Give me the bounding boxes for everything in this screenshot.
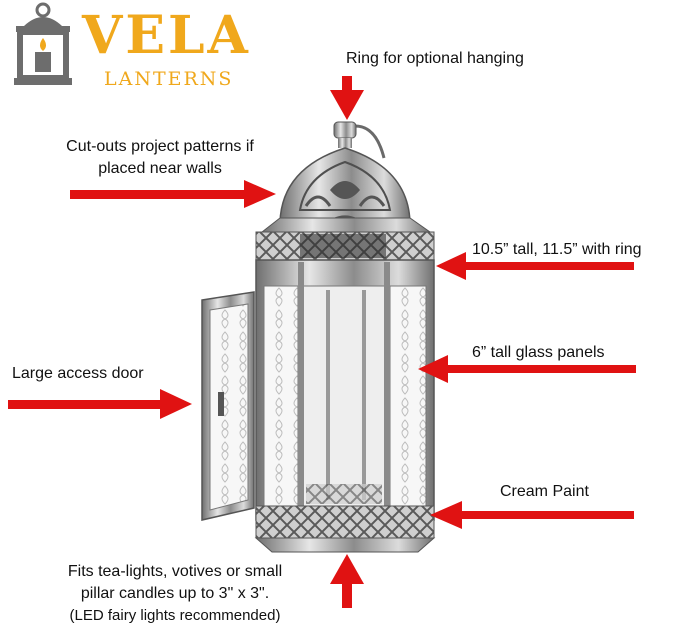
paint-label: Cream Paint: [500, 483, 589, 500]
ring-arrow: [330, 76, 364, 120]
cutouts-label-line1: Cut-outs project patterns if: [66, 138, 254, 155]
glass-arrow: [418, 355, 636, 383]
fits-arrow: [330, 554, 364, 608]
brand-subtitle: LANTERNS: [104, 68, 234, 90]
ring-label: Ring for optional hanging: [346, 50, 524, 67]
brand-name: VELA: [82, 5, 251, 66]
paint-arrow: [430, 501, 634, 529]
lantern-logo-icon: [14, 2, 72, 85]
door-label: Large access door: [12, 365, 144, 382]
cutouts-arrow: [70, 180, 276, 208]
cutouts-label-line2: placed near walls: [98, 160, 222, 177]
fits-label-line2: pillar candles up to 3" x 3".: [80, 585, 270, 602]
fits-label: Fits tea-lights, votives or small pillar…: [30, 561, 320, 627]
fits-label-line1: Fits tea-lights, votives or small: [67, 563, 283, 580]
glass-label: 6” tall glass panels: [472, 344, 605, 361]
fits-label-line3: (LED fairy lights recommended): [69, 607, 281, 624]
cutouts-label: Cut-outs project patterns if placed near…: [40, 136, 280, 180]
height-arrow: [436, 252, 634, 280]
height-label: 10.5” tall, 11.5” with ring: [472, 241, 642, 258]
door-arrow: [8, 389, 192, 419]
